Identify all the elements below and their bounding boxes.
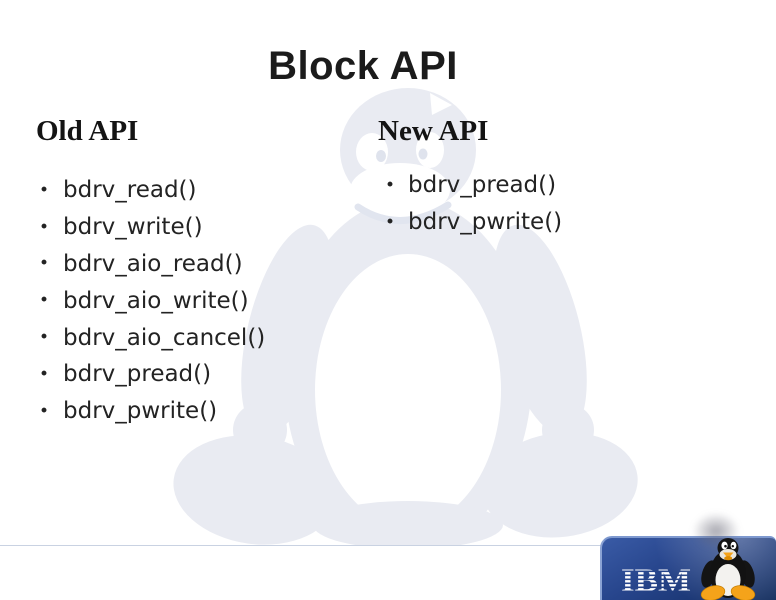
- slide-title: Block API: [268, 44, 458, 88]
- tux-mascot-icon: [700, 538, 756, 600]
- list-item: bdrv_write(): [36, 209, 265, 246]
- old-api-heading: Old API: [36, 115, 139, 147]
- ibm-logo-text: IBM: [621, 564, 691, 596]
- new-api-heading: New API: [378, 115, 489, 147]
- list-item: bdrv_read(): [36, 172, 265, 209]
- new-api-column: New API bdrv_pread() bdrv_pwrite(): [378, 116, 562, 241]
- list-item: bdrv_pwrite(): [378, 204, 562, 241]
- list-item: bdrv_aio_read(): [36, 246, 265, 283]
- list-item: bdrv_aio_write(): [36, 283, 265, 320]
- new-api-list: bdrv_pread() bdrv_pwrite(): [378, 167, 562, 241]
- list-item: bdrv_aio_cancel(): [36, 320, 265, 357]
- footer-bar: [0, 545, 776, 600]
- list-item: bdrv_pwrite(): [36, 393, 265, 430]
- list-item: bdrv_pread(): [378, 167, 562, 204]
- old-api-list: bdrv_read() bdrv_write() bdrv_aio_read()…: [36, 172, 265, 430]
- old-api-column: Old API bdrv_read() bdrv_write() bdrv_ai…: [36, 116, 265, 430]
- ibm-logo-icon: IBM: [621, 564, 691, 596]
- list-item: bdrv_pread(): [36, 356, 265, 393]
